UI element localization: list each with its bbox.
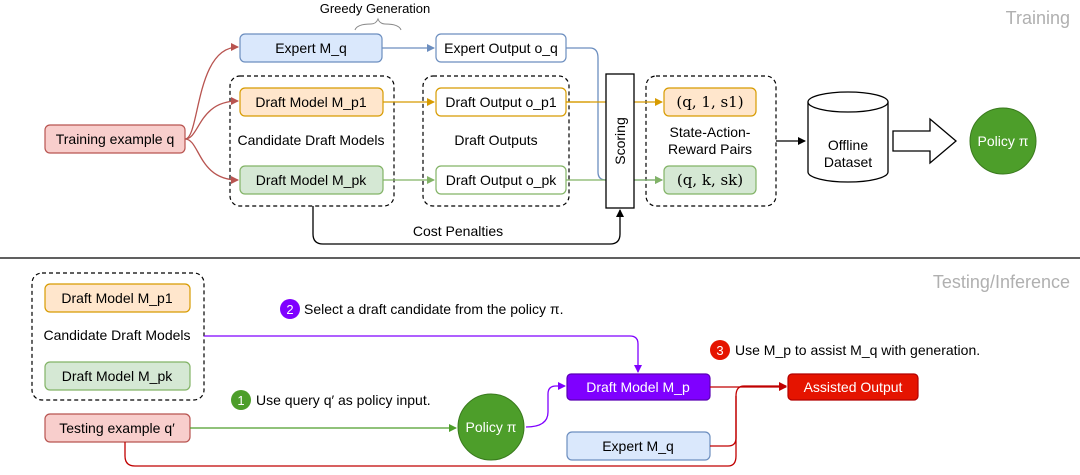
edge-policy-to-draft-model: [525, 382, 566, 428]
testing-expert-label: Expert M_q: [602, 438, 674, 454]
draft-output-1-label: Draft Output o_p1: [445, 94, 557, 110]
candidate-draft-models-label: Candidate Draft Models: [237, 132, 384, 148]
policy-label-training: Policy π: [978, 133, 1029, 149]
testing-candidate-group: [31, 272, 205, 401]
edge-example-to-draft-k: [184, 138, 239, 184]
step-1-text: Use query q′ as policy input.: [256, 392, 431, 408]
edge-testing-example-to-assisted: [124, 382, 787, 467]
pair-k-label: (q, k, sk): [677, 171, 743, 189]
selected-draft-model-label: Draft Model M_p: [586, 379, 690, 395]
dataset-label-line-2: Dataset: [824, 154, 872, 170]
dataset-label-line-1: Offline: [828, 137, 868, 153]
step-1-badge: [231, 390, 251, 410]
step-2-text: Select a draft candidate from the policy…: [304, 301, 563, 317]
policy-node-testing: [457, 393, 525, 461]
step-3-text: Use M_p to assist M_q with generation.: [735, 342, 980, 358]
draft-outputs-label: Draft Outputs: [454, 132, 537, 148]
greedy-brace: [354, 17, 402, 31]
dataset-to-policy-arrow: [892, 117, 958, 165]
edge-example-to-draft-1: [184, 97, 239, 140]
step-1-number: 1: [237, 393, 244, 408]
testing-section-label: Testing/Inference: [933, 272, 1070, 292]
edge-expert-to-assisted: [710, 396, 737, 447]
expert-label: Expert M_q: [275, 40, 347, 56]
edge-cost-penalties: [312, 206, 624, 245]
testing-draft-model-1-node: [44, 283, 191, 313]
dataset-cylinder-top: [807, 91, 889, 113]
edge-candidates-to-draft-model: [204, 335, 642, 373]
training-section-label: Training: [1006, 8, 1070, 28]
pair-1-label: (q, 1, s1): [676, 93, 743, 111]
draft-outputs-group: [422, 75, 570, 207]
testing-draft-model-1-label: Draft Model M_p1: [61, 290, 172, 306]
expert-output-label: Expert Output o_q: [444, 40, 558, 56]
draft-model-1-label: Draft Model M_p1: [255, 94, 366, 110]
cost-penalties-label: Cost Penalties: [413, 223, 503, 239]
policy-node-training: [969, 107, 1037, 175]
greedy-generation-label: Greedy Generation: [320, 1, 431, 16]
sar-label-line-2: Reward Pairs: [668, 141, 752, 157]
assisted-output-node: [787, 373, 919, 401]
training-example-label: Training example q: [56, 131, 175, 147]
step-3-badge: [710, 340, 730, 360]
testing-draft-model-k-node: [44, 361, 191, 391]
pair-k-node: [663, 165, 757, 195]
pair-1-node: [663, 87, 757, 117]
dataset-cylinder-body: [807, 102, 889, 183]
draft-output-k-label: Draft Output o_pk: [446, 172, 558, 188]
testing-draft-model-k-label: Draft Model M_pk: [62, 368, 173, 384]
assisted-output-label: Assisted Output: [804, 379, 903, 395]
testing-example-label: Testing example q′: [59, 420, 175, 436]
policy-label-testing: Policy π: [466, 419, 517, 435]
sar-label-line-1: State-Action-: [670, 124, 751, 140]
step-2-number: 2: [286, 302, 293, 317]
scoring-label: Scoring: [612, 117, 628, 164]
training-example-node: [44, 124, 186, 154]
testing-candidate-label: Candidate Draft Models: [43, 327, 190, 343]
draft-model-k-label: Draft Model M_pk: [256, 172, 367, 188]
step-2-badge: [280, 299, 300, 319]
scoring-node: [605, 73, 635, 209]
step-3-number: 3: [716, 343, 723, 358]
edge-example-to-expert: [184, 43, 239, 140]
candidate-draft-models-group: [229, 75, 395, 207]
